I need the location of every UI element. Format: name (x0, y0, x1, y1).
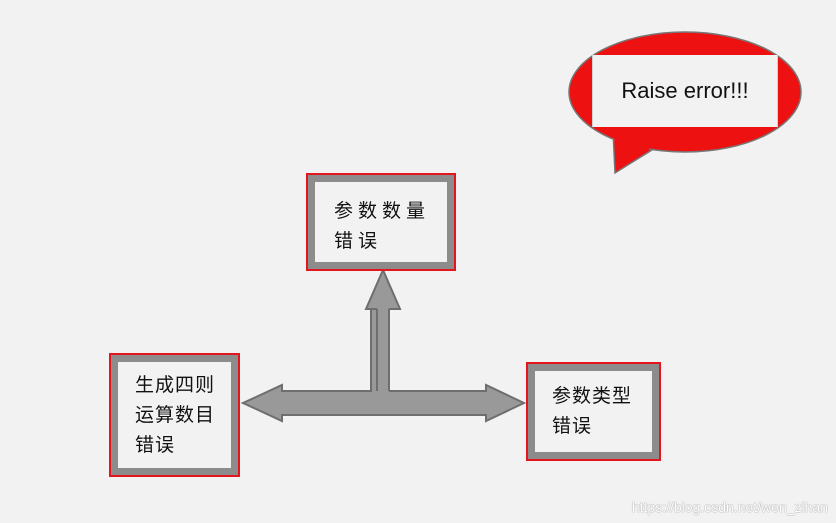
node-operation-count-error: 生成四则 运算数目 错误 (109, 353, 240, 477)
node-text-line: 运算数目 (135, 404, 216, 426)
node-param-type-error-content: 参数类型 错误 (535, 371, 652, 452)
arrow-head-up (364, 267, 402, 310)
node-text-line: 参数类型 (552, 385, 633, 407)
node-param-count-error: 参数数量 错误 (306, 173, 456, 271)
node-param-type-error: 参数类型 错误 (526, 362, 661, 461)
arrow-shaft-up (377, 307, 389, 395)
node-operation-count-error-content: 生成四则 运算数目 错误 (118, 362, 231, 468)
node-text-line: 错误 (135, 434, 176, 456)
watermark: https://blog.csdn.net/wen_zihan (631, 499, 828, 515)
node-text-line: 生成四则 (135, 374, 216, 396)
three-way-arrow (240, 308, 527, 423)
callout-text: Raise error!!! (621, 78, 749, 103)
arrow-shaft-up-edges (376, 309, 390, 391)
node-text-line: 错误 (334, 230, 383, 252)
node-param-count-error-content: 参数数量 错误 (315, 182, 447, 262)
node-text-line: 错误 (552, 415, 593, 437)
node-text-line: 参数数量 (334, 200, 431, 222)
callout-label: Raise error!!! (592, 55, 778, 127)
